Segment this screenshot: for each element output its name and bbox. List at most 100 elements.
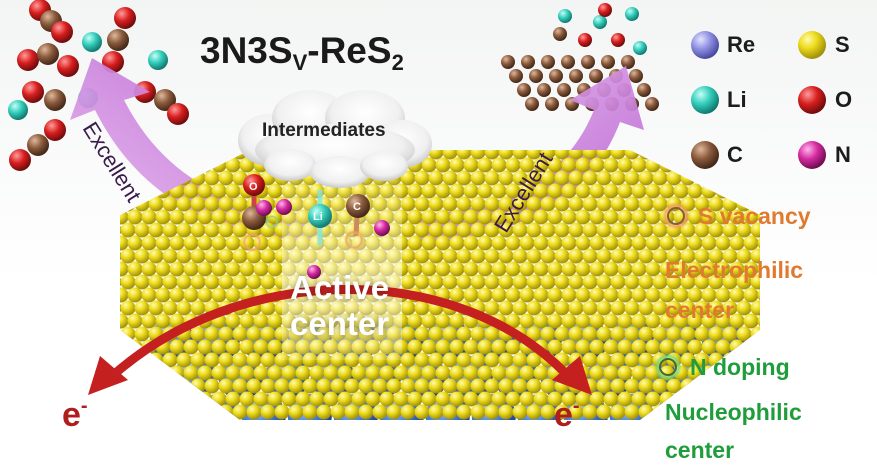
s-atom <box>708 326 724 342</box>
s-atom <box>134 404 150 420</box>
s-atom <box>169 365 185 381</box>
s-atom <box>610 150 626 160</box>
s-atom <box>211 391 227 407</box>
cluster-carbon-atom <box>557 83 571 97</box>
s-atom <box>100 288 115 303</box>
s-atom <box>526 404 542 420</box>
cluster-atom <box>593 15 607 29</box>
legend-o-sphere <box>798 86 826 114</box>
s-atom <box>267 365 283 381</box>
s-atom <box>652 378 668 394</box>
s-atom <box>484 326 500 342</box>
s-atom <box>204 196 220 212</box>
s-atom <box>652 248 668 264</box>
s-atom <box>596 248 612 264</box>
s-atom <box>568 300 584 316</box>
s-atom <box>162 196 178 212</box>
s-atom <box>659 339 675 355</box>
s-atom <box>694 222 710 238</box>
legend-li-sphere <box>691 86 719 114</box>
s-atom <box>162 378 178 394</box>
s-atom <box>155 391 171 407</box>
s-atom <box>736 300 752 316</box>
s-atom <box>169 209 185 225</box>
legend-c-label: C <box>727 142 743 167</box>
s-atom <box>302 378 318 394</box>
s-atom <box>232 222 248 238</box>
s-atom <box>743 261 759 277</box>
s-atom <box>596 404 612 420</box>
s-atom <box>491 391 507 407</box>
s-atom <box>687 209 703 225</box>
s-atom <box>610 196 626 212</box>
s-atom <box>330 404 346 420</box>
s-atom <box>93 275 108 290</box>
s-atom <box>673 287 689 303</box>
s-atom <box>526 300 542 316</box>
s-atom <box>624 352 640 368</box>
s-atom <box>491 235 507 251</box>
s-atom <box>631 157 647 173</box>
s-atom <box>442 170 458 186</box>
s-atom <box>477 157 493 173</box>
s-atom <box>463 235 479 251</box>
s-atom <box>260 300 276 316</box>
s-atom <box>757 157 760 173</box>
s-atom <box>659 313 675 329</box>
s-atom <box>400 274 416 290</box>
s-atom <box>519 313 535 329</box>
s-atom <box>211 339 227 355</box>
s-atom <box>596 170 612 186</box>
s-atom <box>498 274 514 290</box>
s-atom <box>449 157 465 173</box>
s-atom <box>211 365 227 381</box>
s-atom <box>323 365 339 381</box>
s-atom <box>512 222 528 238</box>
legend-s-sphere <box>798 31 826 59</box>
s-atom <box>589 391 605 407</box>
s-atom <box>484 248 500 264</box>
s-atom <box>750 326 760 342</box>
s-atom <box>218 196 234 212</box>
s-atom <box>148 274 164 290</box>
s-atom <box>477 339 493 355</box>
s-atom <box>435 339 451 355</box>
s-atom <box>204 248 220 264</box>
s-atom <box>190 248 206 264</box>
s-atom <box>148 300 164 316</box>
s-atom <box>197 157 213 173</box>
s-atom <box>491 183 507 199</box>
s-atom <box>722 248 738 264</box>
s-atom <box>211 287 227 303</box>
s-atom <box>680 352 696 368</box>
s-atom <box>694 170 710 186</box>
s-atom <box>477 365 493 381</box>
s-atom <box>617 261 633 277</box>
s-atom <box>141 391 157 407</box>
s-atom <box>218 378 234 394</box>
s-atom <box>435 365 451 381</box>
s-atom <box>561 313 577 329</box>
s-atom <box>505 235 521 251</box>
s-atom <box>617 391 633 407</box>
s-atom <box>120 300 136 316</box>
s-atom <box>533 183 549 199</box>
s-atom <box>498 170 514 186</box>
s-atom <box>337 391 353 407</box>
s-atom <box>498 150 514 160</box>
s-atom <box>757 183 760 199</box>
s-atom <box>100 210 115 225</box>
s-atom <box>442 378 458 394</box>
s-atom <box>239 365 255 381</box>
s-atom <box>183 365 199 381</box>
cluster-carbon-atom <box>517 83 531 97</box>
s-atom <box>428 196 444 212</box>
s-atom <box>526 326 542 342</box>
s-atom <box>505 391 521 407</box>
s-atom <box>631 339 647 355</box>
s-atom <box>694 248 710 264</box>
s-atom <box>120 287 129 303</box>
s-atom <box>379 365 395 381</box>
s-atom <box>386 404 402 420</box>
s-atom <box>400 170 416 186</box>
